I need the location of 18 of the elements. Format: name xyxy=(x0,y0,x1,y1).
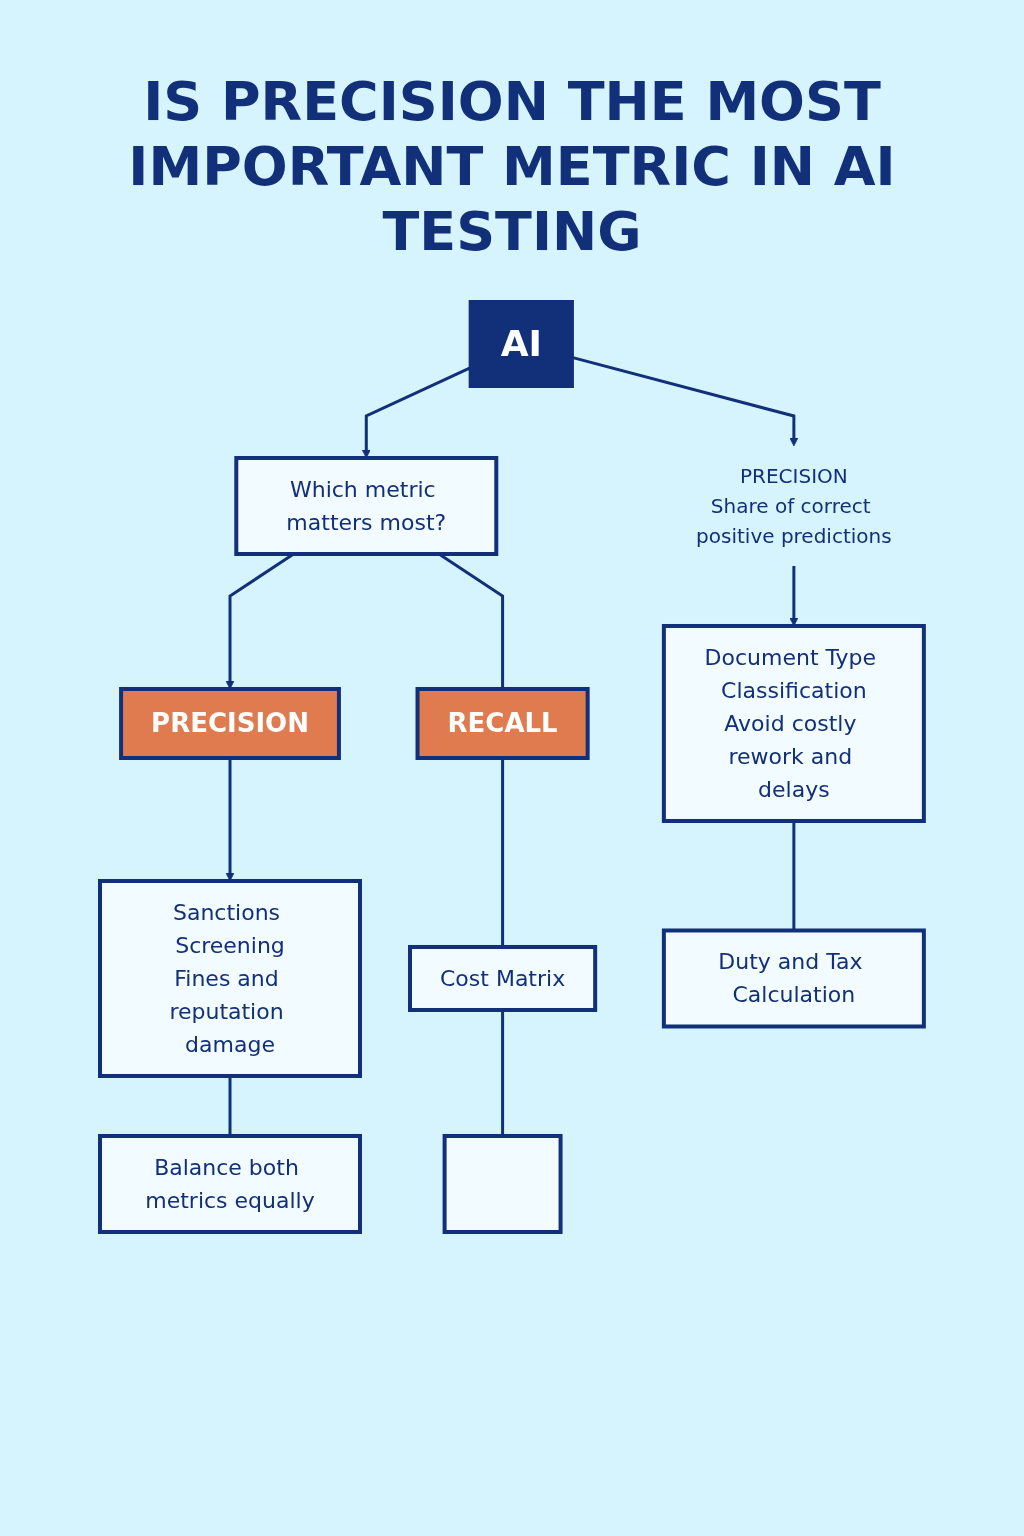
node-box: Document Type Classification Avoid costly rework and delays xyxy=(661,624,926,824)
node-box: Duty and Tax Calculation xyxy=(661,928,926,1029)
node-box: Sanctions Screening Fines and reputation damage xyxy=(98,879,363,1079)
node-box xyxy=(442,1134,563,1235)
title: IS PRECISION THE MOST IMPORTANT METRIC IN AI TESTING xyxy=(127,70,897,265)
node-box: Which metric matters most? xyxy=(234,456,499,557)
node-box: Balance both metrics equally xyxy=(98,1134,363,1235)
connector xyxy=(501,1010,505,1137)
node-box: PRECISION xyxy=(119,687,341,761)
node-box: Cost Matrix xyxy=(408,945,598,1013)
node-box: RECALL xyxy=(415,687,590,761)
connector xyxy=(228,1076,232,1137)
arrow xyxy=(789,566,799,627)
connector xyxy=(792,821,796,931)
node-text: PRECISION Share of correct positive predictions xyxy=(696,464,892,549)
node-box: AI xyxy=(468,300,574,389)
arrow xyxy=(225,758,235,882)
connector xyxy=(501,758,505,948)
